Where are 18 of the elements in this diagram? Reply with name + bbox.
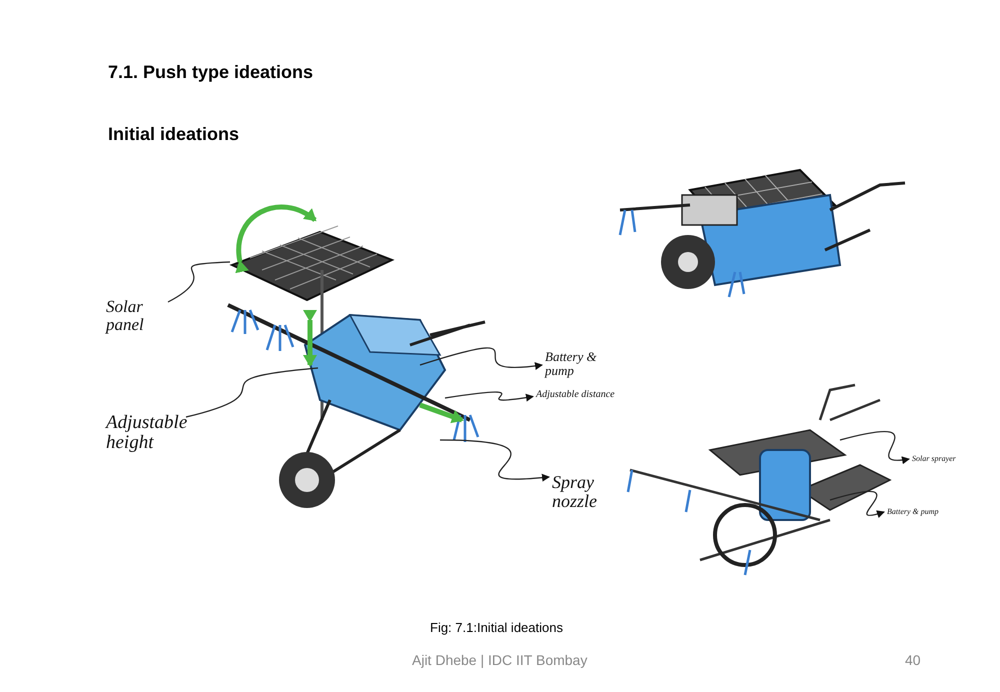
page-footer: Ajit Dhebe | IDC IIT Bombay (412, 652, 588, 668)
section-title: 7.1. Push type ideations (108, 62, 314, 83)
callout-label: Battery & pump (545, 350, 605, 378)
leader-arrow (840, 431, 910, 464)
subsection-heading: Initial ideations (108, 124, 240, 145)
leader-arrow (440, 439, 550, 482)
figure-caption: Fig: 7.1:Initial ideations (430, 620, 563, 635)
leader-arrow (830, 491, 885, 518)
leader-arrow (420, 348, 543, 370)
leader-line (168, 261, 230, 303)
leader-line (186, 367, 318, 418)
callout-label: Battery & pump (887, 508, 967, 516)
callout-label: Solar panel (106, 298, 166, 334)
leader-arrow (444, 392, 534, 402)
callout-label: Spray nozzle (552, 473, 622, 511)
callout-label: Adjustable distance (536, 390, 656, 400)
callout-label: Solar sprayer (912, 455, 962, 464)
page-number: 40 (905, 652, 921, 668)
